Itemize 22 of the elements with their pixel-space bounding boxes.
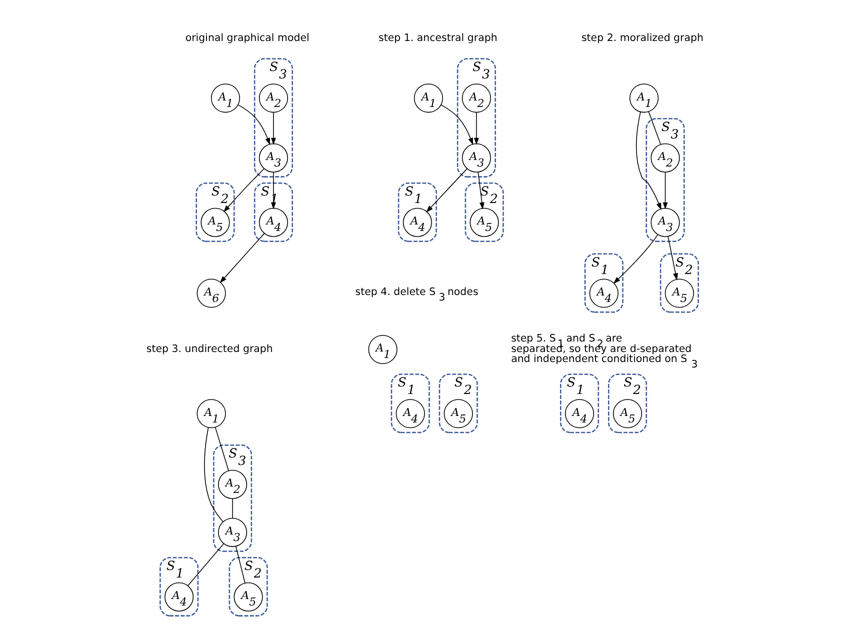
arrow xyxy=(474,112,479,145)
arrow xyxy=(668,236,678,280)
arrow xyxy=(271,112,276,145)
connector xyxy=(232,498,233,518)
connector xyxy=(188,543,224,586)
label: step 3. undirected graph xyxy=(146,344,273,356)
arrow xyxy=(478,172,484,210)
arrow xyxy=(426,168,468,212)
connector xyxy=(214,427,229,472)
arrow xyxy=(613,234,658,284)
label: step 2. moralized graph xyxy=(581,33,704,44)
label: original graphical model xyxy=(185,33,310,44)
connector xyxy=(648,111,662,145)
arrow xyxy=(662,172,668,210)
arrow xyxy=(238,104,270,146)
arrow xyxy=(636,112,662,210)
label: step 1. ancestral graph xyxy=(378,33,498,44)
connector xyxy=(204,427,224,522)
arrow xyxy=(440,104,474,146)
connector xyxy=(235,546,246,584)
arrow xyxy=(220,233,265,284)
arrow xyxy=(223,168,264,212)
